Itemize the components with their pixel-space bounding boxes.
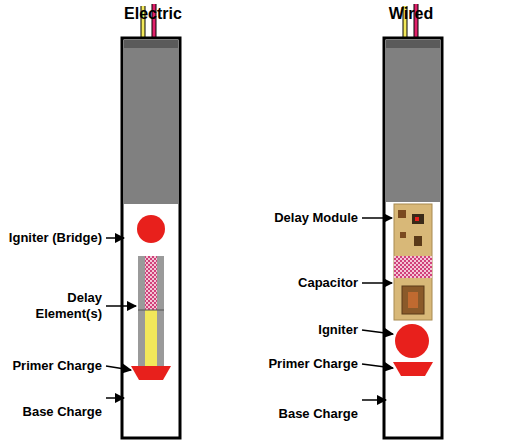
primer-charge (131, 366, 171, 380)
primer-charge (393, 362, 433, 376)
part-label: Base Charge (262, 406, 358, 422)
leader-arrows (106, 218, 393, 400)
part-label: Capacitor (262, 275, 358, 291)
wired-detonator (384, 4, 442, 438)
part-label: Igniter (Bridge) (6, 230, 102, 246)
part-label: Base Charge (6, 404, 102, 420)
electric-detonator (122, 4, 180, 438)
part-label: Delay Element(s) (6, 290, 102, 322)
igniter-bead (137, 215, 165, 243)
part-label: Igniter (262, 322, 358, 338)
part-label: Primer Charge (6, 358, 102, 374)
panel-heading: Wired (356, 4, 466, 24)
part-label: Delay Module (262, 210, 358, 226)
igniter-bead (395, 324, 429, 358)
panel-heading: Electric (98, 4, 208, 24)
part-label: Primer Charge (262, 356, 358, 372)
